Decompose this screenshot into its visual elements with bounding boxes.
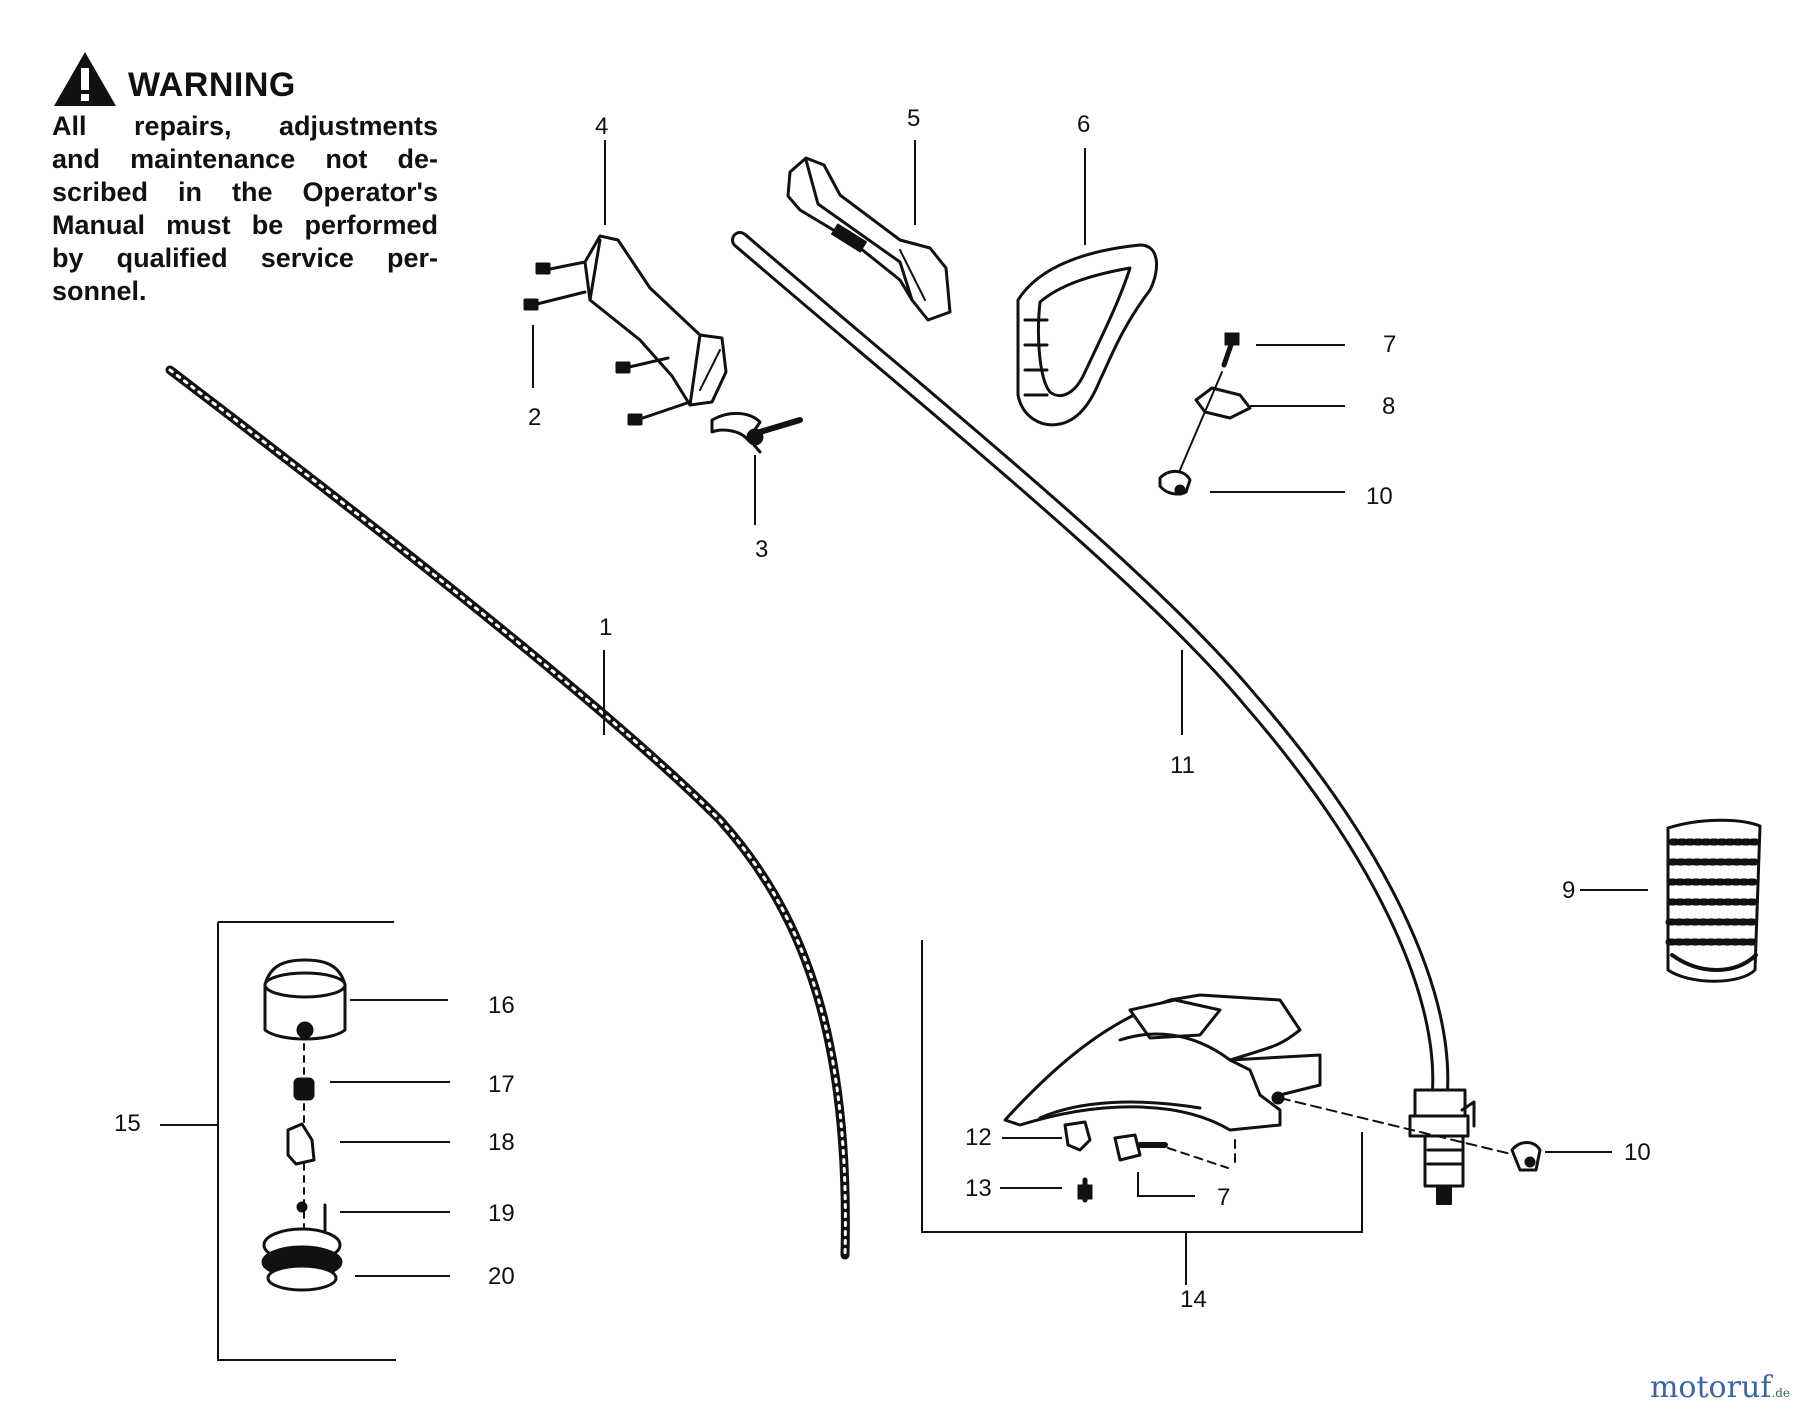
callout-7: 7: [1383, 331, 1396, 358]
handle-clamp-hardware: [1158, 332, 1252, 496]
callout-4: 4: [595, 113, 608, 140]
warning-triangle-icon: [54, 52, 116, 106]
callout-17: 17: [488, 1071, 515, 1098]
handle-screws: [523, 260, 692, 426]
callout-1: 1: [599, 614, 612, 641]
shaft-sleeve: [1665, 818, 1762, 983]
callout-15: 15: [114, 1110, 141, 1137]
warning-line: Manual must be performed: [52, 210, 438, 240]
front-handle-bracket: [786, 156, 952, 322]
callout-13: 13: [965, 1175, 992, 1202]
callout-16: 16: [488, 992, 515, 1019]
watermark-tld: .de: [1771, 1386, 1790, 1400]
wing-nut: [1510, 1141, 1542, 1172]
callout-19: 19: [488, 1200, 515, 1227]
callout-14: 14: [1180, 1286, 1207, 1313]
callout-12: 12: [965, 1124, 992, 1151]
d-handle: [1016, 243, 1159, 427]
warning-line: and maintenance not de-: [52, 144, 438, 174]
callout-3: 3: [755, 536, 768, 563]
clamp-knob: [710, 412, 803, 454]
warning-line: by qualified service per-: [52, 243, 438, 273]
warning-line: sonnel.: [52, 276, 147, 306]
callout-18: 18: [488, 1129, 515, 1156]
callout-10: 10: [1366, 483, 1393, 510]
callout-11: 11: [1170, 752, 1195, 779]
drive-shaft: [165, 365, 850, 1260]
rear-handle: [583, 234, 728, 407]
trimmer-head-assembly: [261, 958, 347, 1292]
warning-title: WARNING: [128, 66, 296, 104]
warning-line: All repairs, adjustments: [52, 111, 438, 141]
warning-line: scribed in the Operator's: [52, 177, 438, 207]
callout-2: 2: [528, 404, 541, 431]
callout-7-lower: 7: [1217, 1184, 1230, 1211]
tube-end-fitting: [1408, 1088, 1476, 1205]
callout-9: 9: [1562, 877, 1575, 904]
callout-10-lower: 10: [1624, 1139, 1651, 1166]
warning-text: All repairs, adjustments and maintenance…: [52, 110, 438, 308]
callout-8: 8: [1382, 393, 1395, 420]
watermark-logo: motoruf.de: [1650, 1370, 1790, 1405]
callout-labels: 4 2 3 5 6 7 8 10 1 11 9 16 17 18 19 20 1…: [114, 105, 1651, 1313]
leader-lines: [160, 140, 1648, 1361]
callout-6: 6: [1077, 111, 1090, 138]
callout-5: 5: [907, 105, 920, 132]
debris-shield: [1003, 993, 1516, 1203]
watermark-brand: motoruf: [1649, 1370, 1772, 1405]
callout-20: 20: [488, 1263, 515, 1290]
